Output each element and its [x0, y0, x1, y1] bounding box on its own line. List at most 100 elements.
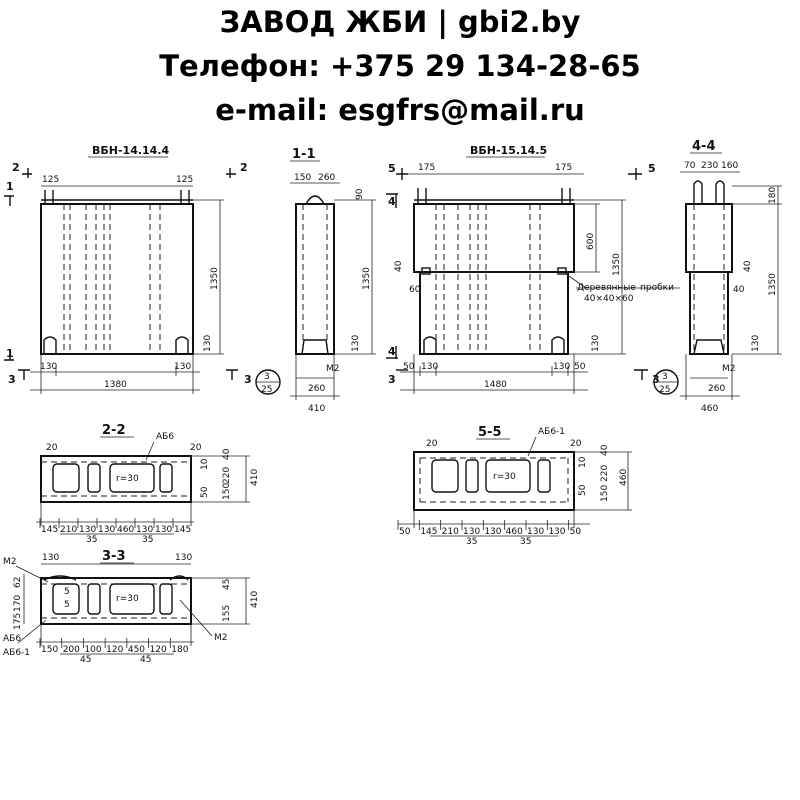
section-5-5-label: АБ6-1	[538, 427, 565, 437]
block2-cut-top-right: 5	[648, 162, 656, 175]
section-3-3-dim-45: 45	[222, 579, 232, 590]
section-2-2-bottom-dim: 130	[98, 525, 115, 535]
section-1-1-loop-label: M2	[326, 364, 340, 374]
section-5-5-sub-a: 35	[466, 537, 477, 547]
section-2-2-dim-total: 410	[250, 469, 260, 486]
section-3-3: 3-3 130 130 r=30 5 5 M2 M2 АБ6 АБ6-1 62 …	[3, 549, 260, 665]
section-3-3-five-a: 5	[64, 587, 70, 597]
section-4-4-dim-step: 40	[743, 260, 753, 272]
section-3-3-m2-left: M2	[3, 557, 17, 567]
section-3-3-radius: r=30	[116, 594, 139, 604]
block2-dim-bottom-c: 130	[553, 362, 570, 372]
section-2-2-dim-r10: 10	[200, 458, 210, 470]
section-3-3-bottom-dim: 120	[150, 645, 167, 655]
block1-cut-left-top: 2	[12, 161, 20, 174]
block2-dim-width: 1480	[484, 380, 507, 390]
section-2-2-dim-left: 20	[46, 443, 58, 453]
block1-dim-width: 1380	[104, 380, 127, 390]
section-5-5-title: 5-5	[478, 425, 502, 440]
section-1-1-dim-top-a: 150	[294, 173, 311, 183]
section-3-3-dim-170: 170	[13, 595, 23, 612]
section-3-3-bottom-dim: 200	[63, 645, 80, 655]
section-5-5-dim-r50: 50	[578, 484, 588, 496]
section-2-2-dim-r220: 220	[222, 467, 232, 484]
section-1-1-title: 1-1	[292, 147, 316, 162]
section-3-3-bottom-dim: 100	[84, 645, 101, 655]
section-2-2-bottom-dim: 460	[117, 525, 134, 535]
section-4-4-dim-inner: 260	[708, 384, 725, 394]
section-3-3-dim-top-left: 130	[42, 553, 59, 563]
section-2-2-bottom-dim: 210	[60, 525, 77, 535]
block2-elevation: ВБН-15.14.5 Деревянные пробки 40×40×60 1…	[386, 144, 680, 394]
section-4-4-title: 4-4	[692, 139, 716, 154]
section-3-3-sub-b: 45	[140, 655, 151, 665]
block1-dim-bottom-left: 130	[40, 362, 57, 372]
section-4-4-dim-height: 1350	[768, 273, 778, 296]
section-3-3-m2-right: M2	[214, 633, 228, 643]
block2-dim-right-top: 175	[555, 163, 572, 173]
block2-cut-section-right: 3	[652, 373, 660, 386]
section-5-5-dim-r40: 40	[600, 444, 610, 456]
section-1-1-callout-top: 3	[264, 372, 270, 382]
section-4-4-dim-top-a: 70	[684, 161, 696, 171]
section-2-2-sub-b: 35	[142, 535, 153, 545]
section-2-2-bottom-dim: 130	[79, 525, 96, 535]
section-5-5-dim-left: 20	[426, 439, 438, 449]
section-4-4-dim-right-top: 180	[768, 187, 778, 204]
section-5-5-radius: r=30	[493, 472, 516, 482]
section-4-4-dim-overall: 460	[701, 404, 718, 414]
section-2-2-dim-r40: 40	[222, 448, 232, 460]
section-2-2-bottom-dim: 130	[155, 525, 172, 535]
section-4-4-callout-bottom: 25	[659, 385, 670, 395]
section-2-2-label: АБ6	[156, 432, 174, 442]
section-5-5-dim-total: 460	[619, 469, 629, 486]
section-1-1-dim-top-b: 260	[318, 173, 335, 183]
section-1-1-dim-right-top: 90	[355, 188, 365, 200]
section-5-5-dim-r150: 150	[600, 485, 610, 502]
block1-dim-corner: 130	[203, 335, 213, 352]
section-2-2-bottom-dim: 145	[41, 525, 58, 535]
section-1-1: 1-1 150 260 90 1350 130 M2 260 410 3 25	[255, 147, 376, 414]
section-5-5: 5-5 АБ6-1 r=30 20 20 40 10 220 150 50 46…	[397, 425, 632, 547]
block2-cut-section-left: 3	[388, 373, 396, 386]
block1-dim-bottom-right: 130	[174, 362, 191, 372]
block2-cut-left-mid: 4	[388, 195, 396, 208]
company-name: ЗАВОД ЖБИ | gbi2.by	[219, 5, 581, 39]
section-4-4-dim-bottom: 130	[751, 335, 761, 352]
block1-cut-right-top: 2	[240, 161, 248, 174]
section-5-5-bottom-dim: 130	[463, 527, 480, 537]
block2-note-a: Деревянные	[577, 283, 636, 293]
section-4-4-callout-top: 3	[662, 372, 668, 382]
section-1-1-callout-bottom: 25	[261, 385, 272, 395]
section-5-5-bottom-dim: 145	[420, 527, 437, 537]
section-3-3-ab-a: АБ6	[3, 634, 21, 644]
company-email: e-mail: esgfrs@mail.ru	[215, 93, 585, 127]
section-4-4-dim-top-c: 160	[721, 161, 738, 171]
block1-dim-height: 1350	[210, 267, 220, 290]
section-5-5-dim-r220: 220	[600, 465, 610, 482]
block2-cut-top-left: 5	[388, 162, 396, 175]
block2-dim-corner: 130	[591, 335, 601, 352]
section-3-3-bottom-dim: 450	[128, 645, 145, 655]
block2-dim-bottom-a: 50	[403, 362, 415, 372]
section-2-2: 2-2 АБ6 r=30 20 20 40 10 220 150 50 410 …	[36, 423, 260, 545]
section-3-3-bottom-dim: 180	[171, 645, 188, 655]
section-3-3-ab-b: АБ6-1	[3, 648, 30, 658]
section-3-3-bottom-dim: 150	[41, 645, 58, 655]
block1-title: ВБН-14.14.4	[92, 144, 170, 157]
block1-dim-left-top: 125	[42, 175, 59, 185]
block2-dim-upper: 600	[586, 233, 596, 250]
section-5-5-bottom-dim: 460	[506, 527, 523, 537]
section-5-5-sub-b: 35	[520, 537, 531, 547]
section-2-2-radius: r=30	[116, 474, 139, 484]
section-2-2-dim-right: 20	[190, 443, 202, 453]
block2-title: ВБН-15.14.5	[470, 144, 547, 157]
block2-note-c: 40×40×60	[584, 294, 634, 304]
block2-note-b: пробки	[640, 283, 674, 293]
section-1-1-dim-height: 1350	[362, 267, 372, 290]
section-5-5-bottom-dim: 50	[399, 527, 411, 537]
section-2-2-sub-a: 35	[86, 535, 97, 545]
block2-dim-step: 40	[394, 260, 404, 272]
